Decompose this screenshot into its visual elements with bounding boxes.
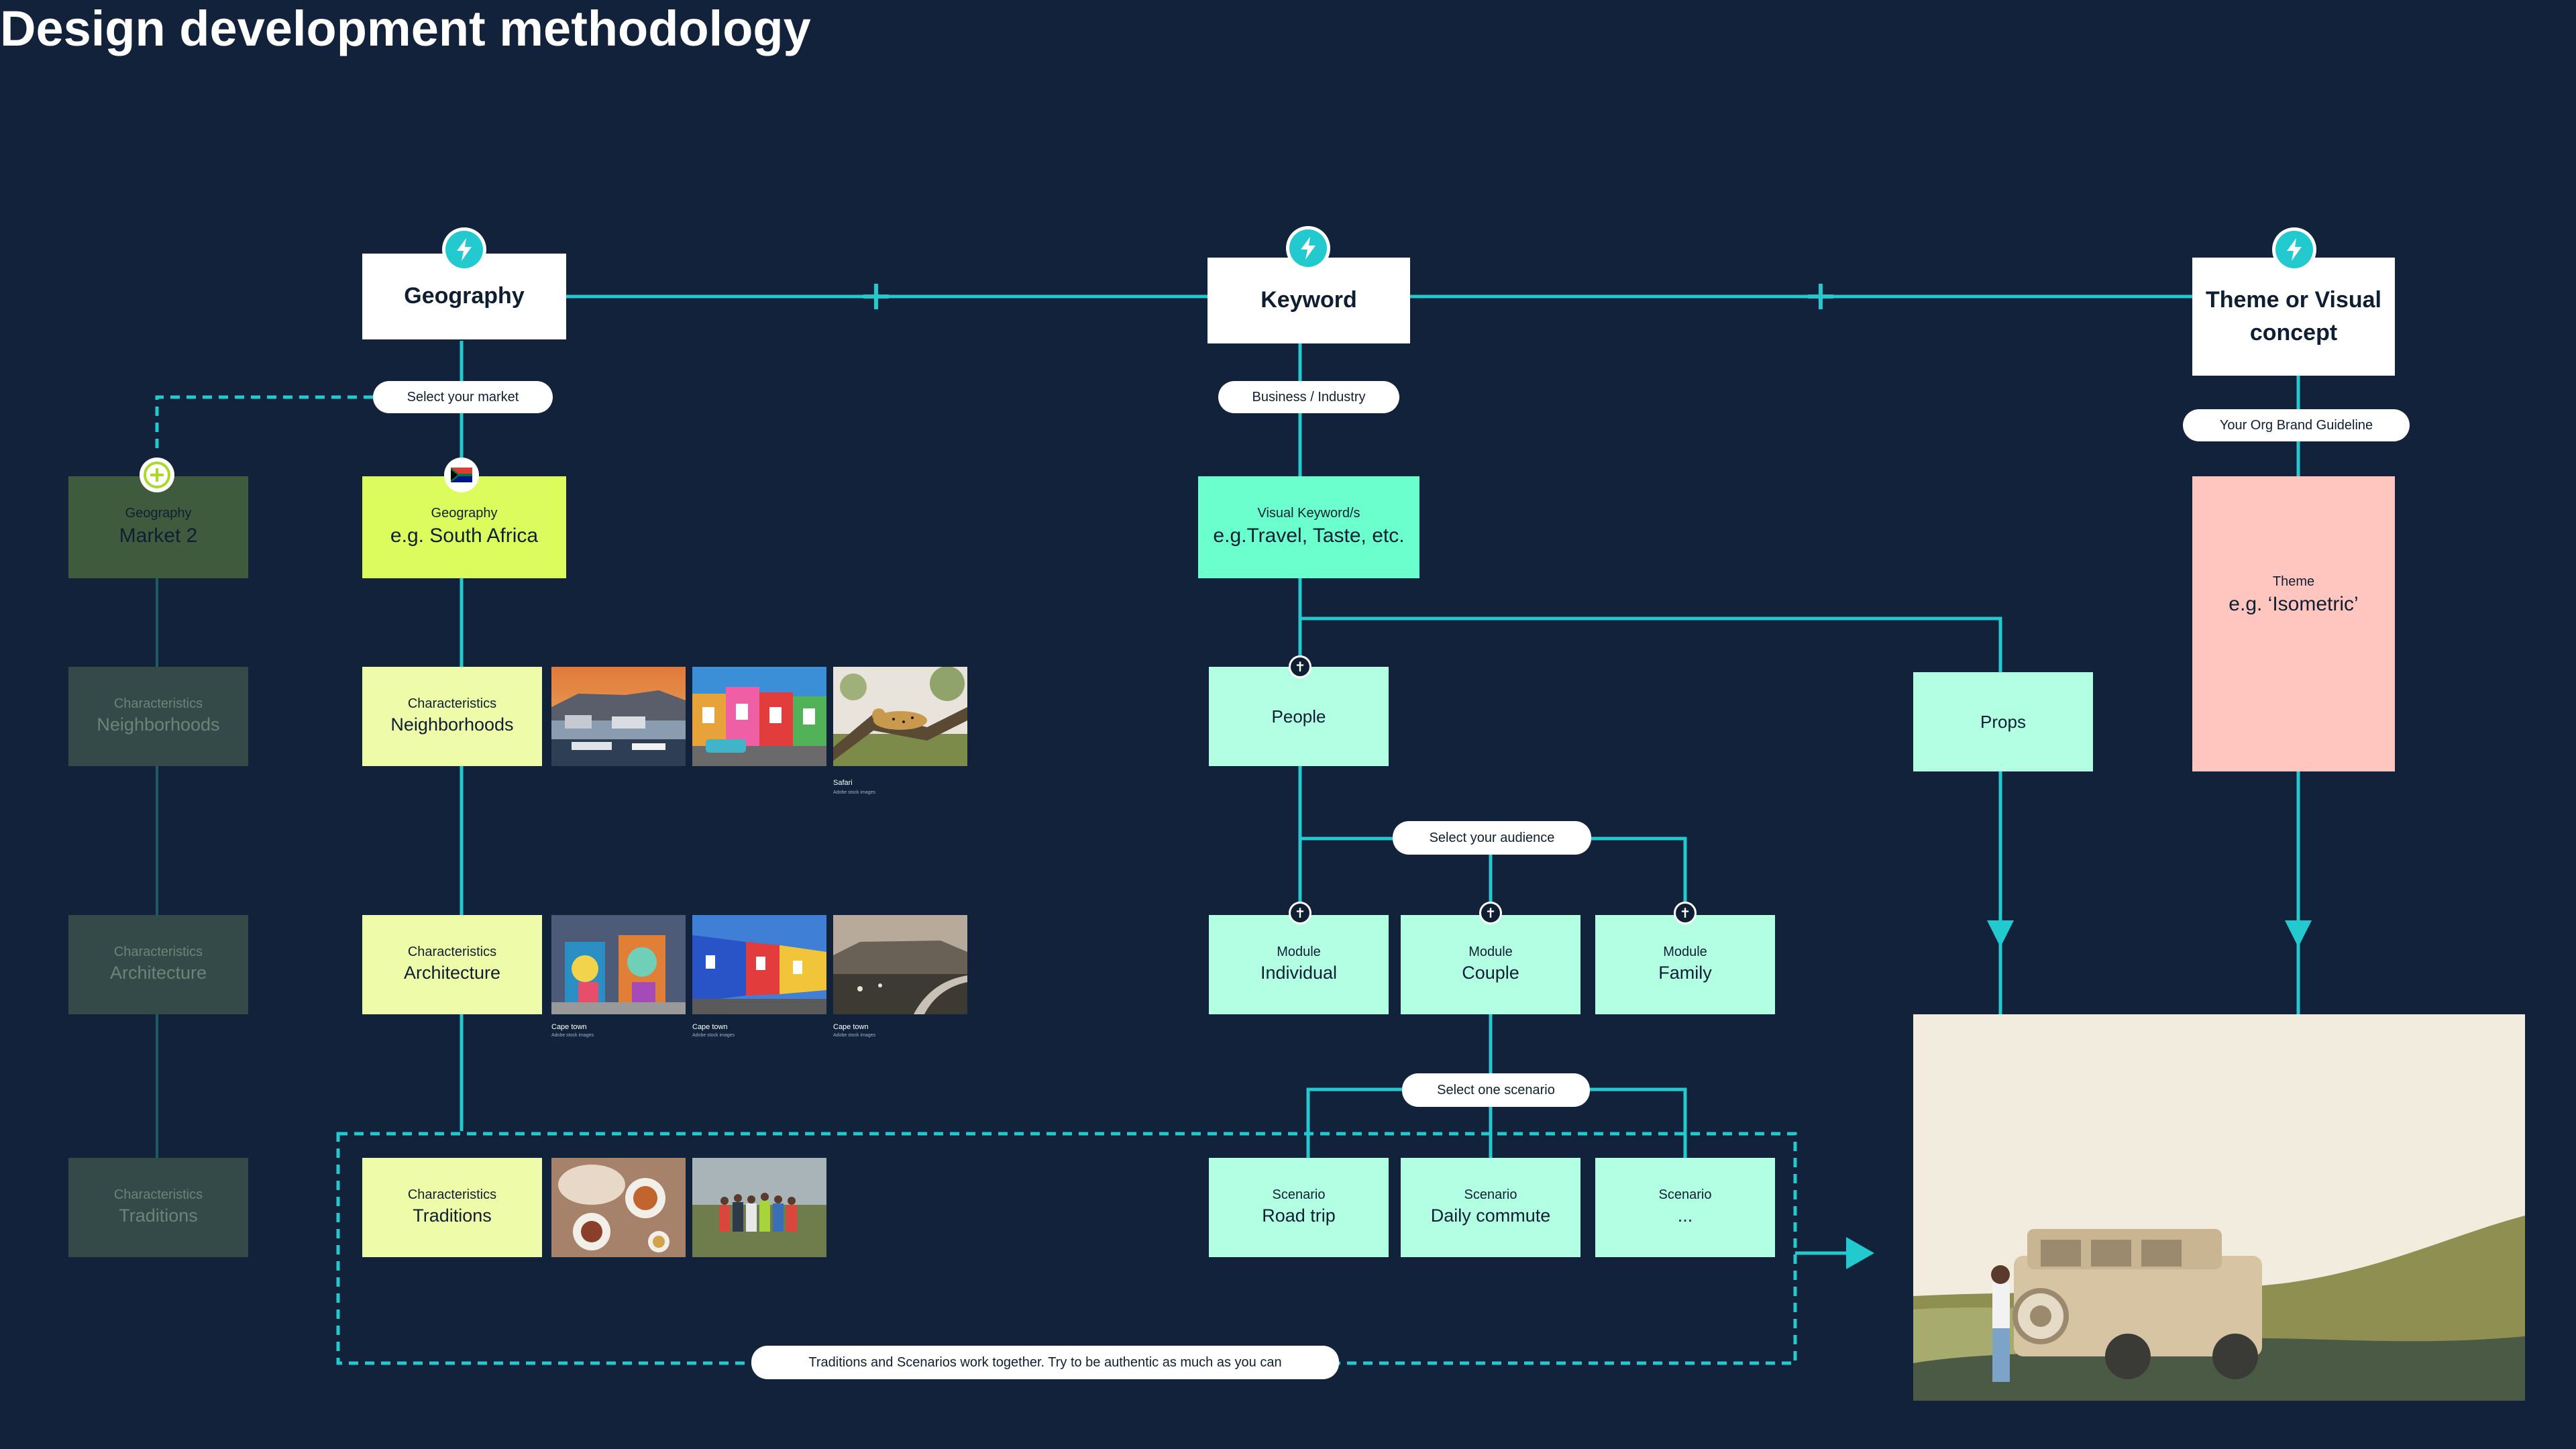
photo-bo-kaap-houses [692, 667, 826, 766]
ghost-label: Characteristics [113, 1187, 203, 1203]
scenario-label: Scenario [1658, 1187, 1712, 1203]
keyword-header-label: Keyword [1260, 287, 1357, 313]
scenario-label: Scenario [1464, 1187, 1517, 1203]
geography-south-africa-box[interactable]: Geography e.g. South Africa [362, 476, 566, 578]
photo-mural [551, 915, 686, 1014]
module-label: Module [1468, 945, 1513, 960]
characteristics-label: Characteristics [407, 945, 497, 960]
ghost-characteristics-traditions: Characteristics Traditions [68, 1158, 248, 1257]
characteristics-traditions-box[interactable]: Characteristics Traditions [362, 1158, 542, 1257]
ghost-value: Architecture [109, 963, 207, 983]
plus-circle-icon[interactable] [140, 458, 174, 492]
module-individual-box[interactable]: Module Individual [1209, 915, 1389, 1014]
module-couple-box[interactable]: Module Couple [1401, 915, 1580, 1014]
illustration-result [1913, 1014, 2525, 1401]
people-box[interactable]: People [1209, 667, 1389, 766]
geography-market-2-box[interactable]: Geography Market 2 [68, 476, 248, 578]
theme-label: Theme [2272, 574, 2315, 589]
select-audience-pill[interactable]: Select your audience [1393, 821, 1591, 855]
select-market-pill[interactable]: Select your market [373, 381, 553, 413]
module-value: Individual [1260, 963, 1338, 983]
person-icon: ✝ [1289, 655, 1311, 678]
lightning-bolt-icon [1289, 229, 1327, 267]
geography-value: e.g. South Africa [390, 525, 539, 547]
scenario-value: Road trip [1262, 1205, 1336, 1226]
characteristics-label: Characteristics [407, 1187, 497, 1203]
person-icon: ✝ [1289, 902, 1311, 924]
visual-keyword-label: Visual Keyword/s [1257, 506, 1360, 521]
arch3-credit: Adobe stock images [833, 1033, 876, 1038]
module-value: Family [1658, 963, 1712, 983]
scenario-daily-commute-box[interactable]: Scenario Daily commute [1401, 1158, 1580, 1257]
person-icon: ✝ [1674, 902, 1697, 924]
module-label: Module [1663, 945, 1707, 960]
ghost-value: Neighborhoods [97, 714, 220, 735]
module-label: Module [1277, 945, 1321, 960]
characteristics-architecture-box[interactable]: Characteristics Architecture [362, 915, 542, 1014]
scenario-label: Scenario [1272, 1187, 1326, 1203]
photo-food-table [551, 1158, 686, 1257]
ghost-characteristics-neighborhoods: Characteristics Neighborhoods [68, 667, 248, 766]
theme-header-label-line2: concept [2249, 320, 2338, 345]
arch3-caption: Cape town [833, 1023, 869, 1031]
safari-caption: Safari [833, 779, 853, 787]
geography-header[interactable]: Geography [362, 254, 566, 339]
photo-cape-town-harbour [551, 667, 686, 766]
characteristics-value: Neighborhoods [390, 714, 514, 735]
ghost-label: Characteristics [113, 945, 203, 960]
safari-credit: Adobe stock images [833, 790, 876, 795]
characteristics-label: Characteristics [407, 696, 497, 712]
theme-header[interactable]: Theme or Visual concept [2192, 258, 2395, 376]
people-label: People [1271, 706, 1326, 727]
ghost-characteristics-architecture: Characteristics Architecture [68, 915, 248, 1014]
scenario-road-trip-box[interactable]: Scenario Road trip [1209, 1158, 1389, 1257]
keyword-header[interactable]: Keyword [1208, 258, 1410, 343]
photo-safari-leopard [833, 667, 967, 766]
business-industry-pill[interactable]: Business / Industry [1218, 381, 1399, 413]
geography-label: Geography [431, 506, 498, 521]
photo-table-mountain-road [833, 915, 967, 1014]
characteristics-value: Traditions [413, 1205, 492, 1226]
props-label: Props [1980, 711, 2026, 732]
south-africa-flag-icon [444, 458, 479, 492]
arch2-credit: Adobe stock images [692, 1033, 735, 1038]
arch1-credit: Adobe stock images [551, 1033, 594, 1038]
ghost-value: Traditions [119, 1205, 198, 1226]
photo-colourful-street [692, 915, 826, 1014]
market-2-label: Geography [125, 506, 192, 521]
arch2-caption: Cape town [692, 1023, 728, 1031]
select-scenario-pill[interactable]: Select one scenario [1402, 1073, 1590, 1107]
lightning-bolt-icon [445, 231, 483, 268]
photo-group-people [692, 1158, 826, 1257]
brand-guideline-pill[interactable]: Your Org Brand Guideline [2183, 409, 2410, 441]
market-2-value: Market 2 [119, 525, 198, 547]
visual-keyword-value: e.g.Travel, Taste, etc. [1213, 525, 1405, 547]
theme-box[interactable]: Theme e.g. ‘Isometric’ [2192, 476, 2395, 771]
ghost-label: Characteristics [113, 696, 203, 712]
theme-header-label-line1: Theme or Visual [2205, 286, 2382, 313]
geography-header-label: Geography [404, 283, 525, 309]
person-icon: ✝ [1479, 902, 1502, 924]
arch1-caption: Cape town [551, 1023, 587, 1031]
module-family-box[interactable]: Module Family [1595, 915, 1775, 1014]
module-value: Couple [1462, 963, 1519, 983]
traditions-note-pill: Traditions and Scenarios work together. … [751, 1346, 1339, 1379]
props-box[interactable]: Props [1913, 672, 2093, 771]
characteristics-value: Architecture [403, 963, 501, 983]
scenario-value: ... [1677, 1205, 1693, 1226]
theme-value: e.g. ‘Isometric’ [2229, 593, 2359, 615]
scenario-other-box[interactable]: Scenario ... [1595, 1158, 1775, 1257]
page-title: Design development methodology [0, 1, 811, 56]
characteristics-neighborhoods-box[interactable]: Characteristics Neighborhoods [362, 667, 542, 766]
lightning-bolt-icon [2275, 231, 2313, 268]
visual-keyword-box[interactable]: Visual Keyword/s e.g.Travel, Taste, etc. [1198, 476, 1419, 578]
scenario-value: Daily commute [1430, 1205, 1551, 1226]
